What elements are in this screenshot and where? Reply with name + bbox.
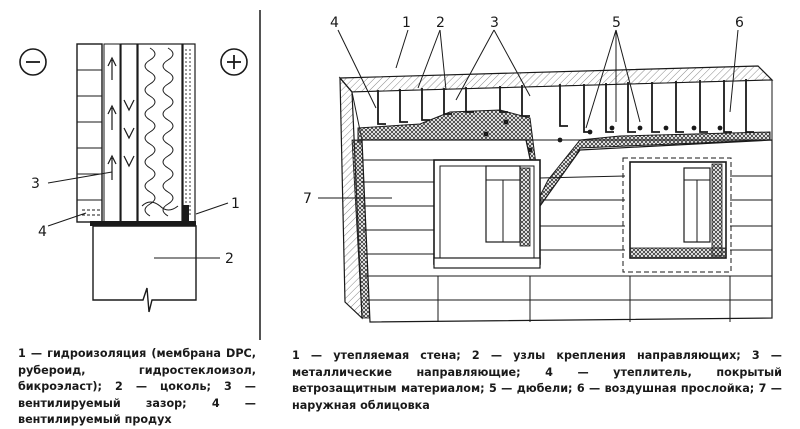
window-right <box>622 157 732 273</box>
caption-right: 1 — утепляемая стена; 2 — узлы крепления… <box>292 349 782 412</box>
frame-stud <box>120 43 138 223</box>
leader-lines <box>318 29 739 199</box>
vapor-marks <box>123 99 135 168</box>
waterproofing-strip <box>90 221 196 226</box>
plus-sign-icon <box>220 48 248 76</box>
minus-sign-icon <box>19 48 47 76</box>
right-diagram: 4 1 2 3 5 6 7 <box>303 15 774 323</box>
left-label-3: 3 <box>31 176 40 192</box>
right-label-2: 2 <box>436 15 445 31</box>
right-label-3: 3 <box>490 15 499 31</box>
left-label-2: 2 <box>225 251 234 267</box>
right-label-1: 1 <box>402 15 411 31</box>
right-label-5: 5 <box>612 15 621 31</box>
right-label-6: 6 <box>735 15 744 31</box>
guide-brackets <box>377 79 754 133</box>
right-label-4: 4 <box>330 15 339 31</box>
waterproofing-tab <box>183 205 189 225</box>
window-left <box>433 159 541 269</box>
outer-cladding <box>76 43 103 223</box>
caption-left: 1 — гидроизоляция (мембрана DPC, руберои… <box>18 347 256 426</box>
air-inlet <box>82 209 102 216</box>
wall-insulation <box>137 43 183 223</box>
inner-lining <box>182 43 196 223</box>
plinth <box>92 225 197 313</box>
left-label-4: 4 <box>38 224 47 240</box>
left-label-1: 1 <box>231 196 240 212</box>
right-label-7: 7 <box>303 191 312 207</box>
ventilated-gap <box>103 43 121 223</box>
left-diagram: 1 2 3 4 <box>19 43 248 313</box>
